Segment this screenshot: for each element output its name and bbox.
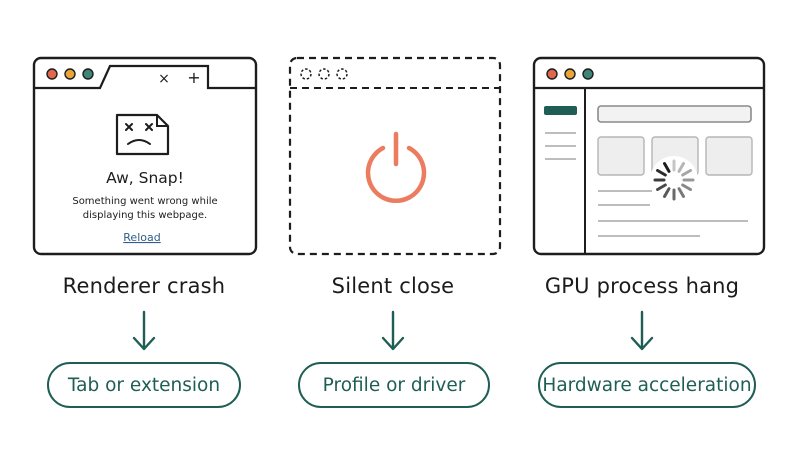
- tab-close-icon[interactable]: ×: [158, 71, 170, 87]
- sad-page-icon: [115, 113, 170, 156]
- label-renderer-crash: Renderer crash: [62, 274, 226, 298]
- spinner-tick: [677, 162, 685, 173]
- skeleton-header-bar: [597, 105, 752, 123]
- spinner-tick: [656, 169, 667, 177]
- spinner-tick: [656, 183, 667, 191]
- error-message-line-1: Something went wrong while: [72, 196, 217, 207]
- arrow-down-icon: [132, 310, 156, 351]
- silent-close-window: [288, 56, 502, 256]
- arrow-down-icon: [381, 310, 405, 351]
- label-gpu-process-hang: GPU process hang: [544, 274, 740, 298]
- cause-pill-label: Profile or driver: [322, 374, 466, 396]
- minimize-window-dot[interactable]: [64, 68, 76, 80]
- cause-pill-label: Tab or extension: [67, 374, 221, 396]
- dashed-window-frame: [288, 56, 502, 256]
- ghost-close-dot: [300, 68, 312, 80]
- spinner-tick: [663, 162, 671, 173]
- gpu-hang-window: [532, 56, 766, 256]
- renderer-crash-window: × + Aw, Snap! Something went wrong while…: [32, 56, 258, 256]
- spinner-backdrop: [650, 156, 698, 204]
- new-tab-icon[interactable]: +: [187, 68, 200, 87]
- spinner-tick: [681, 183, 692, 191]
- cause-pill-label: Hardware acceleration: [542, 374, 752, 396]
- power-icon: [365, 131, 427, 204]
- arrow-down-icon: [630, 310, 654, 351]
- cause-pill-silent: Profile or driver: [298, 362, 490, 408]
- spinner-tick: [677, 187, 685, 198]
- window-frame: [32, 56, 258, 256]
- maximize-window-dot[interactable]: [82, 68, 94, 80]
- spinner-tick: [663, 187, 671, 198]
- minimize-window-dot[interactable]: [564, 68, 576, 80]
- spinner-tick: [681, 169, 692, 177]
- ghost-maximize-dot: [336, 68, 348, 80]
- close-window-dot[interactable]: [46, 68, 58, 80]
- tab-bar: [34, 64, 256, 90]
- sidebar-active-item: [544, 106, 577, 115]
- error-heading: Aw, Snap!: [106, 169, 184, 187]
- cause-pill-renderer: Tab or extension: [47, 362, 241, 408]
- skeleton-card: [597, 136, 645, 176]
- ghost-minimize-dot: [318, 68, 330, 80]
- loading-spinner-icon: [653, 159, 695, 201]
- cause-pill-gpu: Hardware acceleration: [538, 362, 756, 408]
- maximize-window-dot[interactable]: [582, 68, 594, 80]
- reload-link[interactable]: Reload: [123, 231, 160, 244]
- skeleton-card: [705, 136, 753, 176]
- label-silent-close: Silent close: [331, 274, 455, 298]
- error-message-line-2: displaying this webpage.: [83, 210, 207, 221]
- close-window-dot[interactable]: [546, 68, 558, 80]
